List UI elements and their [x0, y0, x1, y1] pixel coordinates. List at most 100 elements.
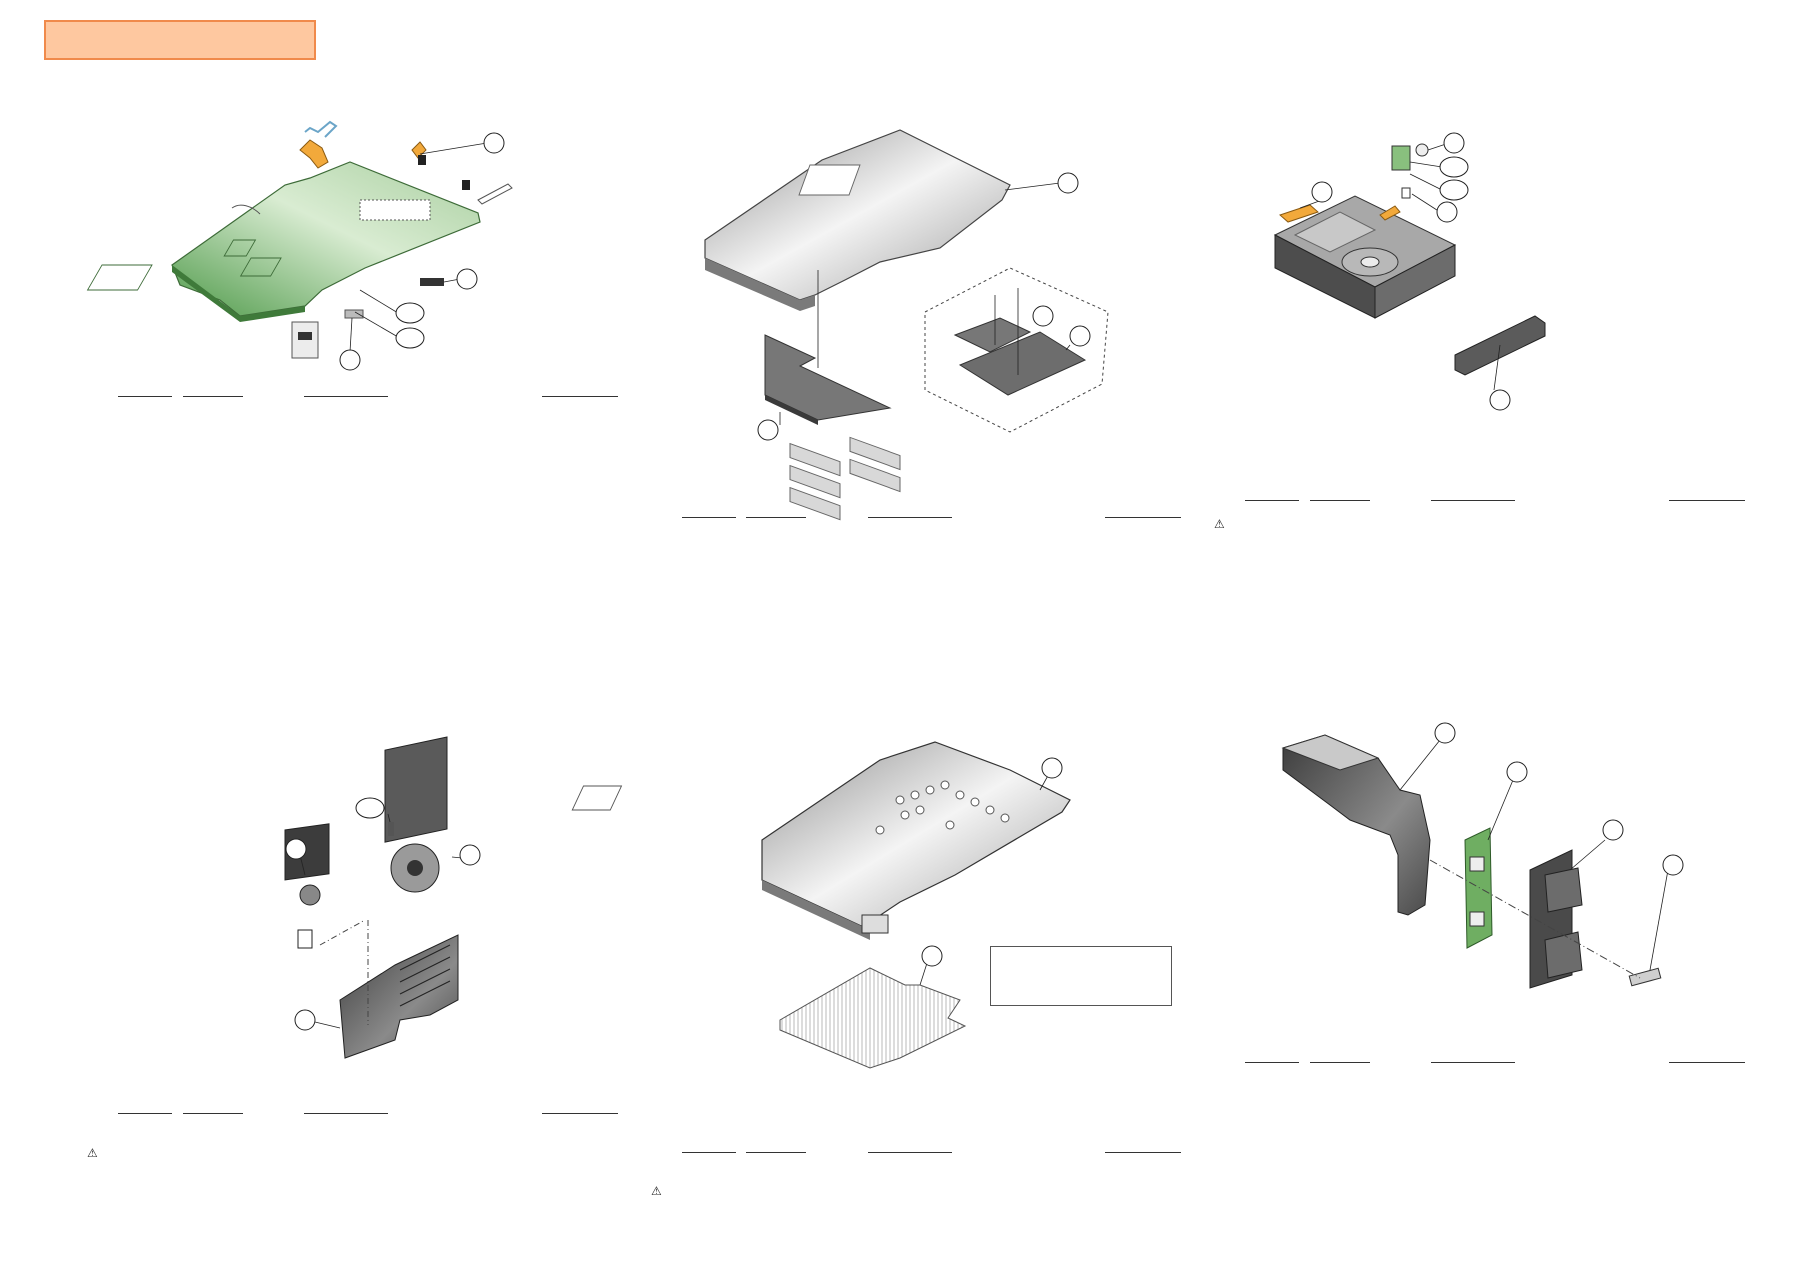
wire-harness: [231, 204, 261, 215]
callout-circle: [1057, 172, 1079, 194]
switch-board-assembly: [1281, 722, 1684, 989]
callout-circle: [395, 327, 425, 349]
pcb-center-window: [359, 199, 431, 221]
leader-line: [1409, 161, 1443, 168]
connector: [418, 155, 426, 165]
speaker-cone: [299, 884, 321, 906]
table-header-rule: [118, 396, 172, 397]
note-text: [991, 947, 1171, 963]
drive-spindle: [1360, 256, 1380, 268]
leader-line: [359, 289, 399, 314]
shield-fins: [789, 436, 901, 521]
optical-drive-assembly: [1273, 132, 1546, 411]
pcb-chip: [239, 257, 282, 277]
callout-circle: [294, 1009, 316, 1031]
callout-circle: [921, 945, 943, 967]
callout-circle: [1434, 722, 1456, 744]
ribbon-cable-orange: [1279, 204, 1319, 223]
chassis-cutout: [571, 785, 623, 811]
small-pcb: [1391, 145, 1411, 171]
page-title-band: [44, 20, 316, 60]
table-header-rule: [868, 1152, 952, 1153]
table-header-rule: [682, 517, 736, 518]
callout-circle: [1032, 305, 1054, 327]
callout-circle: [395, 302, 425, 324]
shield-plate: [704, 129, 1011, 301]
leader-line: [419, 142, 488, 155]
table-header-rule: [1310, 500, 1370, 501]
leader-line: [1399, 739, 1441, 791]
callout-circle: [1041, 757, 1063, 779]
leader-line: [1065, 344, 1071, 351]
table-header-rule: [542, 1113, 618, 1114]
table-header-rule: [1105, 1152, 1181, 1153]
table-header-rule: [183, 396, 243, 397]
insulator-film: [779, 967, 967, 1069]
pcb-chip: [86, 264, 153, 291]
callout-circle: [355, 797, 385, 819]
switch: [1401, 187, 1411, 199]
connector: [344, 309, 364, 319]
table-header-rule: [1105, 517, 1181, 518]
speaker-plug: [297, 929, 313, 949]
rear-io-port: [298, 332, 312, 340]
table-header-rule: [542, 396, 618, 397]
fan-hub: [407, 860, 423, 876]
callout-circle: [339, 349, 361, 371]
insulator-pad: [958, 331, 1087, 396]
insulator-pad: [953, 317, 1032, 353]
pcb-chip: [223, 239, 257, 257]
dashdot-line: [1429, 859, 1641, 979]
leader-line: [387, 813, 391, 823]
table-header-rule: [1669, 1062, 1745, 1063]
table-header-rule: [1669, 500, 1745, 501]
table-header-rule: [1431, 500, 1515, 501]
warning-icon: ⚠: [87, 1146, 98, 1160]
chassis-frame-edge: [762, 880, 870, 940]
switch-bracket-face: [1281, 734, 1380, 771]
callout-circle: [1662, 854, 1684, 876]
cooling-fan-assembly: [284, 736, 481, 1059]
flex-ribbon-cable: [304, 120, 338, 138]
note-box: [990, 946, 1172, 1006]
leader-line: [1411, 193, 1441, 213]
main-board-assembly: [86, 120, 513, 371]
chassis-vent-holes: [875, 780, 1010, 835]
insulator-sheet-edge: [765, 395, 818, 425]
switch-bracket: [1282, 734, 1431, 916]
leader-line: [1427, 143, 1447, 151]
knob: [1415, 143, 1429, 157]
leader-line: [1004, 182, 1061, 191]
leader-line: [349, 317, 353, 353]
table-header-rule: [304, 1113, 388, 1114]
table-header-rule: [118, 1113, 172, 1114]
leader-line: [1493, 344, 1501, 391]
shield-cutout: [798, 164, 861, 196]
table-header-rule: [1310, 1062, 1370, 1063]
switch-button: [1469, 856, 1485, 872]
duct-grille: [399, 944, 451, 1007]
connector: [462, 180, 470, 190]
switch-knob-cap: [1544, 931, 1583, 979]
main-pcb: [171, 161, 481, 317]
table-header-rule: [1245, 1062, 1299, 1063]
leader-line: [354, 311, 399, 338]
screw: [388, 822, 394, 836]
callout-circle: [1439, 156, 1469, 178]
callout-circle: [1489, 389, 1511, 411]
leader-line: [1569, 839, 1606, 871]
flat-cable: [477, 183, 513, 205]
callout-circle: [483, 132, 505, 154]
table-header-rule: [746, 517, 806, 518]
table-header-rule: [868, 517, 952, 518]
table-header-rule: [746, 1152, 806, 1153]
leader-line: [1649, 869, 1669, 971]
callout-circle: [1436, 201, 1458, 223]
leader-line: [1409, 173, 1443, 191]
fan-housing: [384, 736, 448, 843]
dashdot-line: [319, 919, 366, 946]
speaker-module: [284, 823, 330, 881]
drive-side: [1374, 244, 1456, 319]
chassis-frame-assembly: [571, 741, 1071, 1069]
chassis-standoff: [861, 914, 889, 934]
